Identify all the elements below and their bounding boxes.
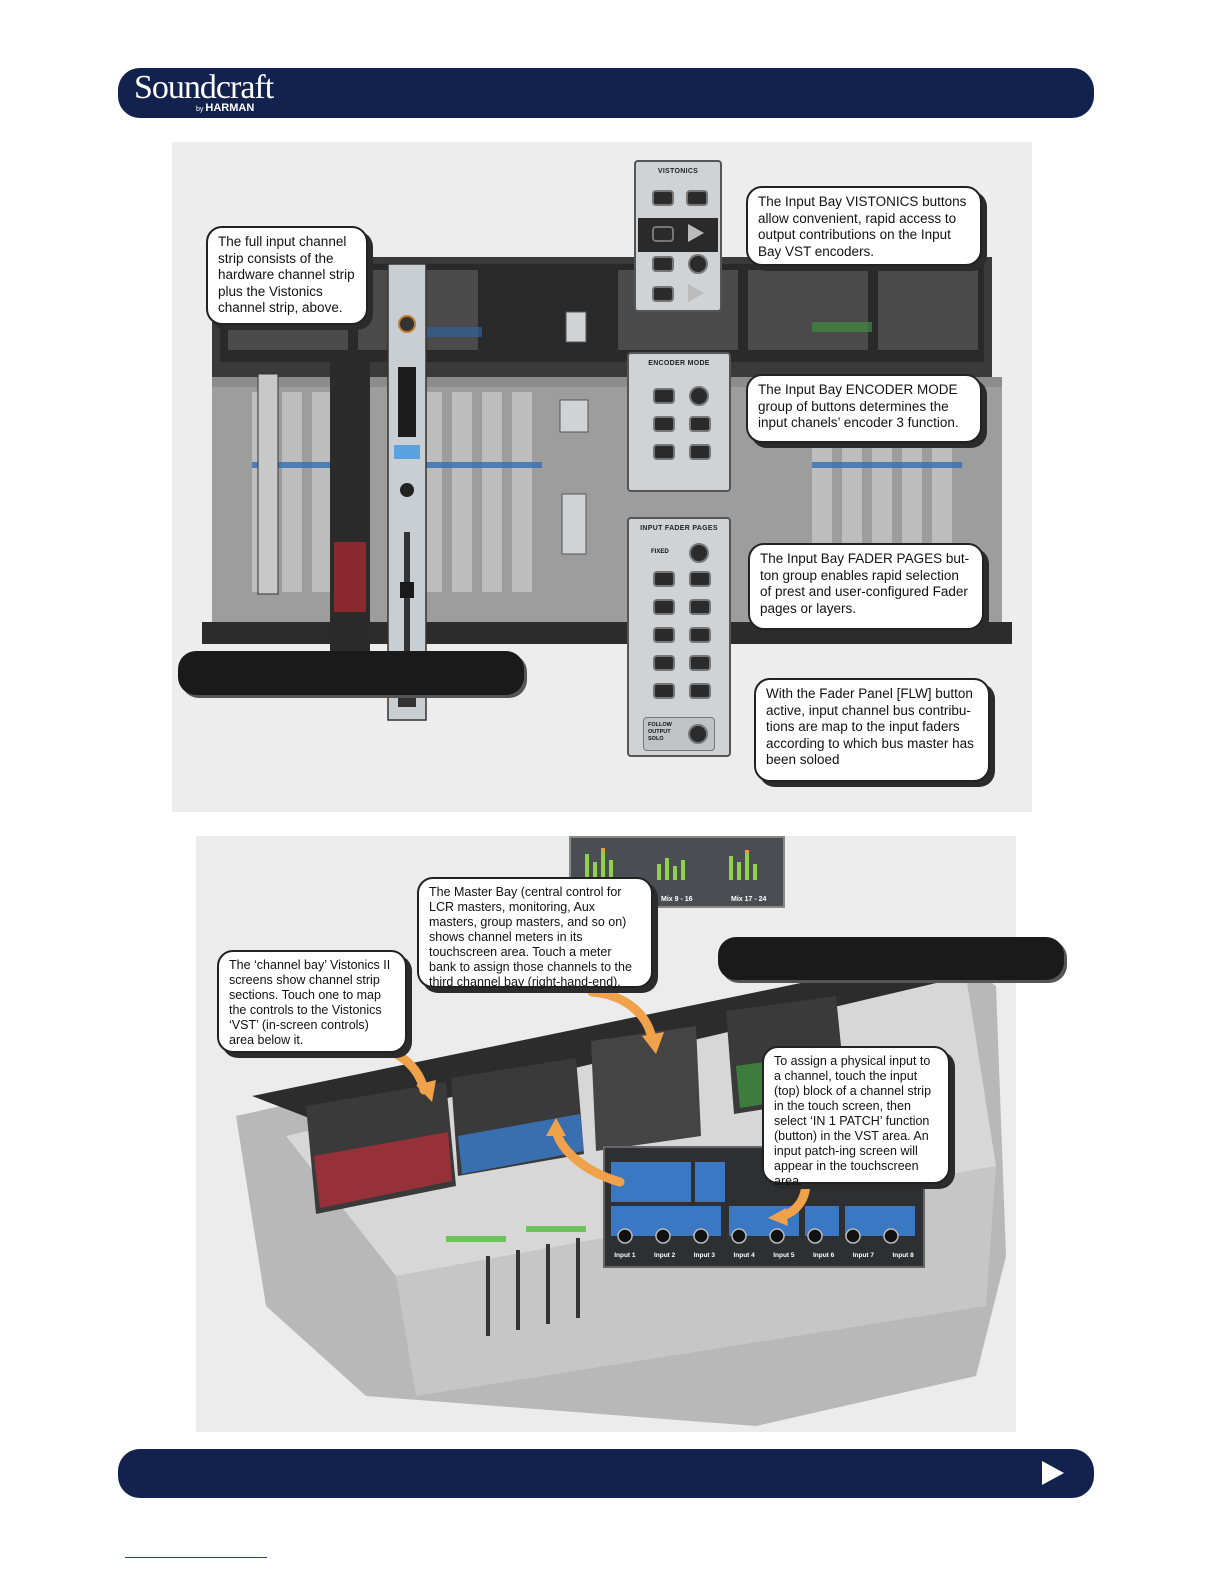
vistonics-button-4[interactable] bbox=[652, 256, 674, 272]
follow-output-solo-group: FOLLOW OUTPUT SOLO bbox=[643, 717, 715, 751]
vistonics-button-1[interactable] bbox=[652, 190, 674, 206]
fader-page-button-b[interactable] bbox=[653, 599, 675, 615]
vst-input-label: Input 2 bbox=[653, 1252, 676, 1259]
vistonics-panel-title: VISTONICS bbox=[657, 168, 699, 175]
encoder-mode-panel: ENCODER MODE bbox=[627, 352, 731, 492]
follow-output-solo-label: FOLLOW OUTPUT SOLO bbox=[648, 722, 672, 742]
callout-assign-input: To assign a physical input to a channel,… bbox=[762, 1046, 950, 1188]
encoder-mode-button-2[interactable] bbox=[689, 386, 709, 406]
fader-page-button-d[interactable] bbox=[653, 655, 675, 671]
callout-fader-pages: The Input Bay FADER PAGES but-ton group … bbox=[748, 543, 984, 630]
caption-bar-top bbox=[178, 651, 524, 695]
vistonics-play-icon[interactable] bbox=[688, 224, 704, 242]
vst-area-screen[interactable]: Input 1 Input 2 Input 3 Input 4 Input 5 … bbox=[603, 1146, 925, 1268]
callout-channel-bay: The ‘channel bay’ Vistonics II screens s… bbox=[217, 950, 407, 1053]
input-fader-pages-panel: INPUT FADER PAGES FIXED FOLLOW OUTPUT SO… bbox=[627, 517, 731, 757]
vistonics-button-3[interactable] bbox=[652, 226, 674, 242]
vistonics-play-icon-2[interactable] bbox=[688, 284, 704, 302]
vistonics-button-5[interactable] bbox=[688, 254, 708, 274]
fader-page-user-5[interactable] bbox=[689, 683, 711, 699]
meter-bank-label-9-16[interactable]: Mix 9 - 16 bbox=[661, 896, 693, 903]
vst-input-label: Input 7 bbox=[852, 1252, 875, 1259]
input-fader-pages-title: INPUT FADER PAGES bbox=[640, 525, 718, 532]
vst-input-label: Input 4 bbox=[733, 1252, 755, 1259]
vst-input-label: Input 3 bbox=[693, 1252, 716, 1259]
encoder-mode-button-6[interactable] bbox=[689, 444, 711, 460]
vst-input-label: Input 1 bbox=[614, 1252, 636, 1259]
callout-flw: With the Fader Panel [FLW] button active… bbox=[754, 678, 990, 782]
fader-page-button-e[interactable] bbox=[653, 683, 675, 699]
footer-link-rule bbox=[125, 1557, 267, 1558]
vst-input-label: Input 6 bbox=[812, 1252, 835, 1259]
fixed-label: FIXED bbox=[651, 549, 669, 555]
encoder-mode-button-4[interactable] bbox=[689, 416, 711, 432]
vistonics-row-highlight bbox=[638, 218, 718, 252]
encoder-mode-title: ENCODER MODE bbox=[648, 360, 710, 367]
vistonics-button-2[interactable] bbox=[686, 190, 708, 206]
fader-page-user-3[interactable] bbox=[689, 627, 711, 643]
vst-input-label: Input 8 bbox=[892, 1252, 914, 1259]
callout-encoder-mode: The Input Bay ENCODER MODE group of butt… bbox=[746, 374, 982, 443]
callout-full-strip: The full input channel strip consists of… bbox=[206, 226, 368, 325]
callout-vistonics-buttons: The Input Bay VISTONICS buttons allow co… bbox=[746, 186, 982, 266]
fader-page-user-1[interactable] bbox=[689, 571, 711, 587]
next-page-icon[interactable] bbox=[1042, 1461, 1064, 1485]
encoder-mode-button-5[interactable] bbox=[653, 444, 675, 460]
footer-band bbox=[118, 1449, 1094, 1498]
encoder-mode-button-3[interactable] bbox=[653, 416, 675, 432]
logo-harman: HARMAN bbox=[205, 102, 255, 114]
vst-input-label: Input 5 bbox=[773, 1252, 795, 1259]
vistonics-panel: VISTONICS bbox=[634, 160, 722, 312]
caption-bar-bottom bbox=[718, 937, 1064, 980]
fader-page-button-a[interactable] bbox=[653, 571, 675, 587]
vst-input-labels: Input 1 Input 2 Input 3 Input 4 Input 5 … bbox=[605, 1252, 923, 1259]
encoder-mode-button-1[interactable] bbox=[653, 388, 675, 404]
follow-output-solo-button[interactable] bbox=[688, 724, 708, 744]
vistonics-button-6[interactable] bbox=[652, 286, 674, 302]
meter-bars-image bbox=[585, 848, 757, 880]
meter-bank-label-17-24[interactable]: Mix 17 - 24 bbox=[731, 896, 767, 903]
logo-brand: Soundcraft bbox=[134, 69, 274, 106]
fader-page-user-2[interactable] bbox=[689, 599, 711, 615]
logo-by-prefix: by bbox=[196, 106, 204, 113]
fader-page-fixed-button[interactable] bbox=[689, 543, 709, 563]
callout-master-bay: The Master Bay (central control for LCR … bbox=[417, 877, 653, 989]
fader-page-user-4[interactable] bbox=[689, 655, 711, 671]
fader-page-button-c[interactable] bbox=[653, 627, 675, 643]
vst-area-graphics bbox=[611, 1162, 915, 1244]
